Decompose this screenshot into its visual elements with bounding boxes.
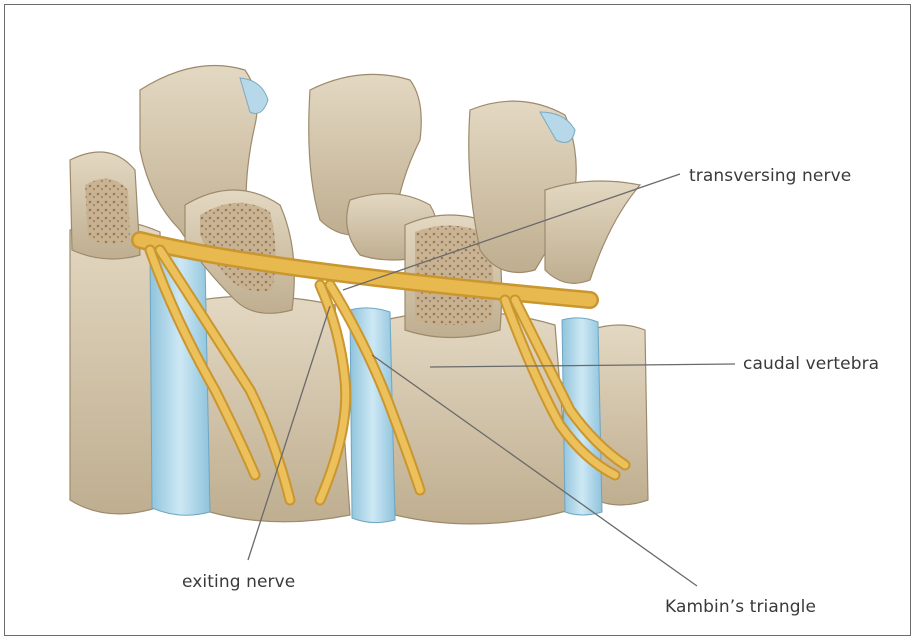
label-kambins-triangle: Kambin’s triangle [665, 597, 816, 617]
label-transversing-nerve: transversing nerve [689, 166, 851, 186]
spinous-process-left [70, 152, 140, 259]
spinous-process-4 [545, 181, 640, 283]
disc-left [150, 253, 210, 516]
label-caudal-vertebra: caudal vertebra [743, 354, 879, 374]
label-exiting-nerve: exiting nerve [182, 572, 295, 592]
